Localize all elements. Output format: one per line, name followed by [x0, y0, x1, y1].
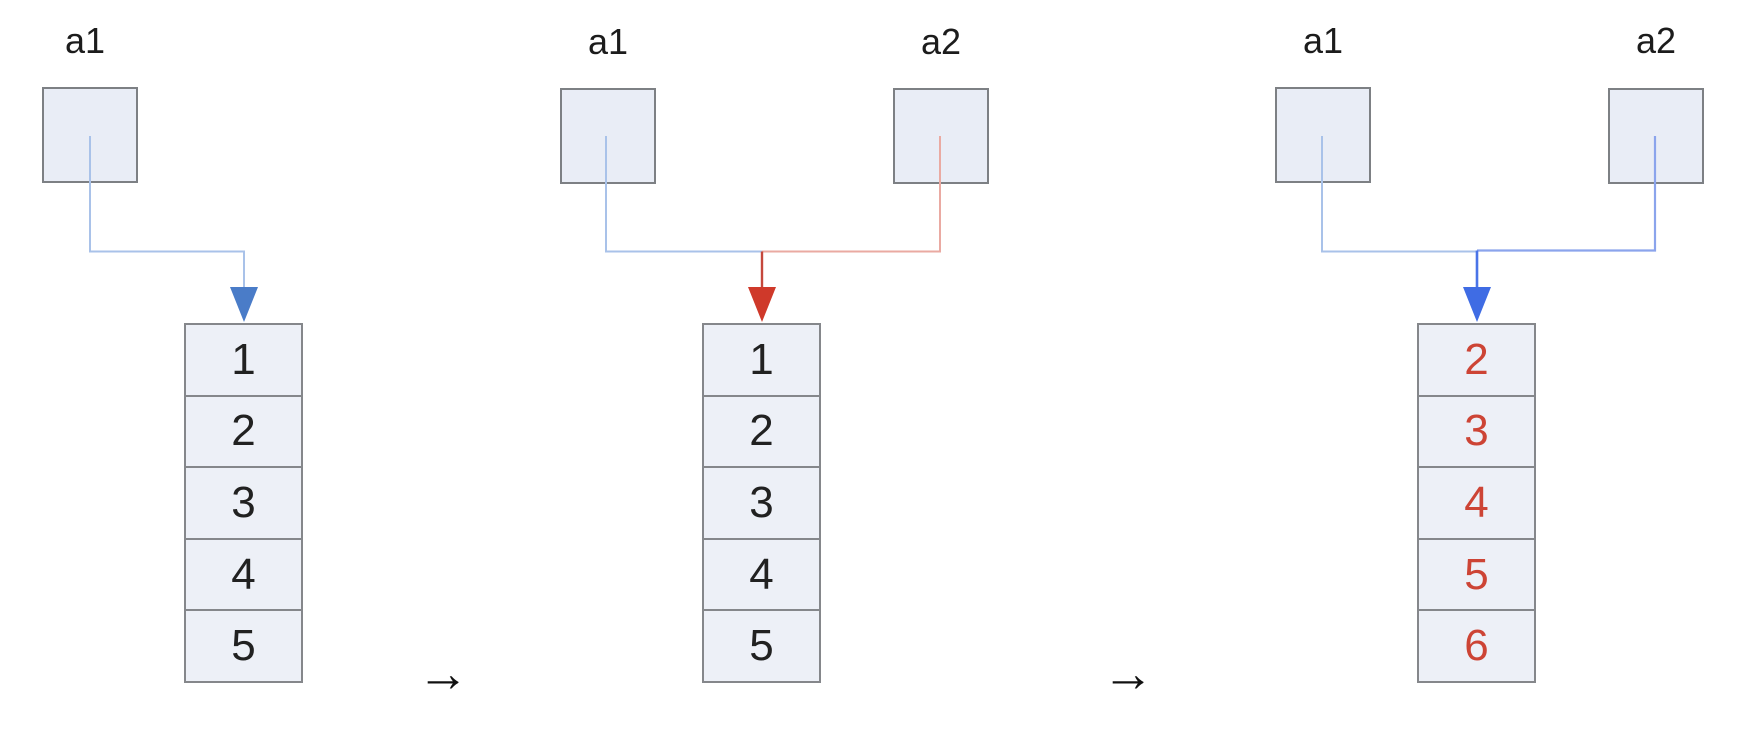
var-label-a1: a1 [587, 21, 629, 62]
array-cell: 4 [704, 537, 819, 610]
var-box-a1 [1275, 87, 1371, 183]
array-shared: 1 2 3 4 5 [702, 323, 821, 683]
p2-arrowhead-icon [748, 287, 776, 322]
transition-arrow-icon: → [1102, 645, 1154, 703]
array-cell: 3 [1419, 394, 1534, 467]
array-cell: 6 [1419, 609, 1534, 681]
array-cell: 2 [1464, 334, 1489, 384]
array-cell: 3 [186, 466, 301, 538]
array-cell: 1 [231, 334, 256, 384]
var-box-a1 [560, 88, 656, 184]
array-cell: 2 [704, 394, 819, 467]
var-box-a2 [1608, 88, 1704, 184]
array-cell: 4 [186, 537, 301, 610]
array-initial: 1 2 3 4 5 [184, 323, 303, 683]
array-cell: 4 [1419, 466, 1534, 538]
p3-arrowhead-icon [1463, 287, 1491, 322]
array-cell: 1 [749, 334, 774, 384]
array-cell: 5 [186, 609, 301, 681]
var-box-a1 [42, 87, 138, 183]
var-label-a1: a1 [1302, 20, 1344, 61]
array-cell: 2 [186, 394, 301, 467]
var-box-a2 [893, 88, 989, 184]
transition-arrow-icon: → [417, 645, 469, 703]
array-cell: 5 [704, 609, 819, 681]
var-label-a2: a2 [1635, 20, 1677, 61]
array-mutated: 2 3 4 5 6 [1417, 323, 1536, 683]
var-label-a1: a1 [64, 20, 106, 61]
var-label-a2: a2 [920, 21, 962, 62]
array-cell: 5 [1419, 537, 1534, 610]
array-cell: 3 [704, 466, 819, 538]
p1-arrowhead-icon [230, 287, 258, 322]
